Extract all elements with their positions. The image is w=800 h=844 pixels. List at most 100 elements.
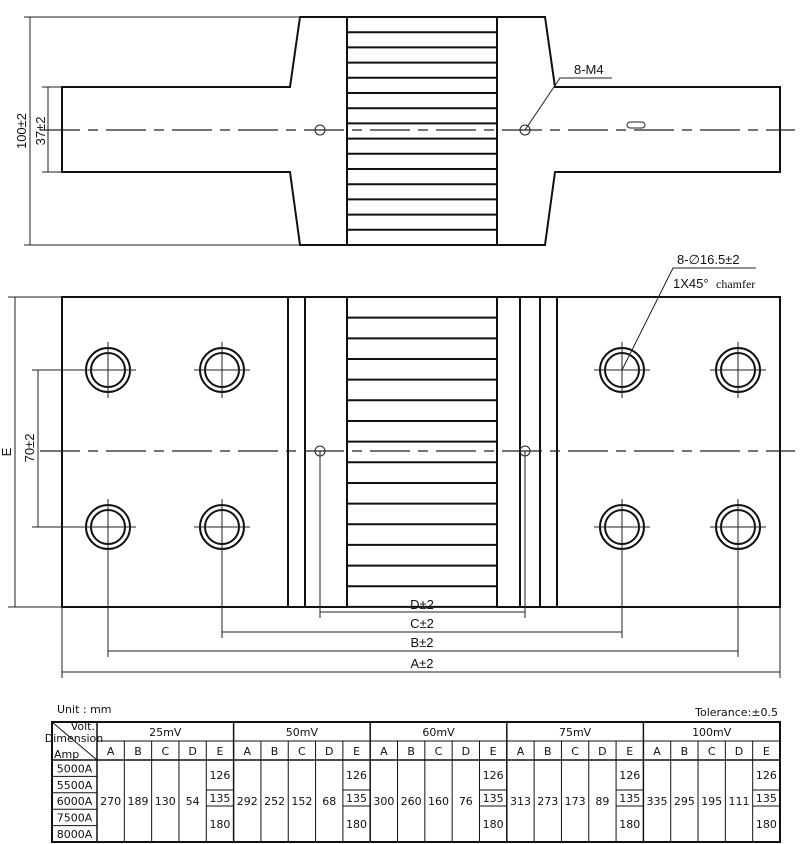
column-header: A bbox=[107, 745, 115, 758]
dimension-value: 260 bbox=[401, 795, 422, 808]
column-header: A bbox=[517, 745, 525, 758]
column-header: C bbox=[571, 745, 579, 758]
column-header: C bbox=[298, 745, 306, 758]
dim-100-label: 100±2 bbox=[14, 113, 29, 149]
e-value: 126 bbox=[483, 769, 504, 782]
column-header: B bbox=[271, 745, 279, 758]
e-value: 135 bbox=[483, 792, 504, 805]
corner-volt: Volt. bbox=[71, 720, 95, 733]
dim-37-label: 37±2 bbox=[33, 117, 48, 146]
marking-slot bbox=[626, 121, 646, 129]
dimension-value: 273 bbox=[537, 795, 558, 808]
e-value: 135 bbox=[619, 792, 640, 805]
dimension-value: 292 bbox=[237, 795, 258, 808]
chamfer-callout: 1X45° bbox=[673, 276, 709, 291]
chamfer-word: chamfer bbox=[716, 277, 755, 291]
column-header: E bbox=[763, 745, 770, 758]
e-value: 135 bbox=[756, 792, 777, 805]
e-value: 180 bbox=[209, 818, 230, 831]
column-header: A bbox=[380, 745, 388, 758]
column-header: D bbox=[188, 745, 196, 758]
table-border bbox=[51, 721, 781, 843]
e-value: 126 bbox=[209, 769, 230, 782]
column-header: D bbox=[325, 745, 333, 758]
voltage-header: 50mV bbox=[286, 726, 319, 739]
column-header: C bbox=[435, 745, 443, 758]
dimension-value: 295 bbox=[674, 795, 695, 808]
dimension-value: 76 bbox=[459, 795, 473, 808]
tolerance-label: Tolerance:±0.5 bbox=[694, 706, 778, 719]
amp-label: 7500A bbox=[57, 812, 93, 825]
amp-label: 6000A bbox=[57, 795, 93, 808]
e-value: 180 bbox=[756, 818, 777, 831]
voltage-header: 60mV bbox=[422, 726, 455, 739]
dimension-value: 160 bbox=[428, 795, 449, 808]
dimension-value: 152 bbox=[291, 795, 312, 808]
corner-amp: Amp bbox=[54, 748, 79, 761]
dimension-value: 89 bbox=[595, 795, 609, 808]
column-header: B bbox=[681, 745, 689, 758]
dim-e-label: E bbox=[0, 447, 14, 456]
column-header: E bbox=[353, 745, 360, 758]
amp-label: 5500A bbox=[57, 779, 93, 792]
right-terminal bbox=[496, 296, 781, 608]
voltage-header: 25mV bbox=[149, 726, 182, 739]
column-header: C bbox=[708, 745, 716, 758]
front-view: E 70±2 D±2 C±2 B±2 A±2 8-∅16.5±2 1X45° c… bbox=[0, 252, 795, 678]
dimension-value: 195 bbox=[701, 795, 722, 808]
screw-callout: 8-M4 bbox=[574, 62, 604, 77]
leader-hole bbox=[621, 267, 756, 371]
column-header: A bbox=[653, 745, 661, 758]
top-view: 100±2 37±2 8-M4 bbox=[14, 16, 795, 246]
dim-c-label: C±2 bbox=[410, 616, 434, 631]
dimension-value: 173 bbox=[565, 795, 586, 808]
screw-hole bbox=[314, 124, 326, 136]
dimension-value: 335 bbox=[647, 795, 668, 808]
e-value: 126 bbox=[619, 769, 640, 782]
column-header: D bbox=[735, 745, 743, 758]
voltage-header: 75mV bbox=[559, 726, 592, 739]
dimension-value: 189 bbox=[127, 795, 148, 808]
dimension-value: 130 bbox=[155, 795, 176, 808]
leader-m4 bbox=[524, 77, 612, 131]
top-outline bbox=[61, 16, 348, 246]
mounting-holes bbox=[80, 342, 766, 555]
column-header: E bbox=[216, 745, 223, 758]
e-value: 126 bbox=[346, 769, 367, 782]
column-header: E bbox=[626, 745, 633, 758]
corner-diagonal bbox=[51, 721, 98, 761]
dimension-value: 54 bbox=[186, 795, 200, 808]
screw-hole bbox=[519, 124, 531, 136]
top-lamellae bbox=[347, 16, 497, 246]
column-header: D bbox=[462, 745, 470, 758]
column-header: B bbox=[134, 745, 142, 758]
dim-a-label: A±2 bbox=[410, 656, 433, 671]
dim-70-label: 70±2 bbox=[22, 434, 37, 463]
dimension-value: 313 bbox=[510, 795, 531, 808]
column-header: A bbox=[243, 745, 251, 758]
voltage-header: 100mV bbox=[692, 726, 732, 739]
column-header: E bbox=[490, 745, 497, 758]
e-value: 180 bbox=[483, 818, 504, 831]
dim-b-label: B±2 bbox=[410, 635, 433, 650]
dimension-value: 270 bbox=[100, 795, 121, 808]
e-value: 180 bbox=[346, 818, 367, 831]
dimension-value: 252 bbox=[264, 795, 285, 808]
column-header: B bbox=[544, 745, 552, 758]
amp-label: 5000A bbox=[57, 762, 93, 775]
front-lamellae bbox=[347, 296, 497, 608]
dimension-value: 68 bbox=[322, 795, 336, 808]
dimension-table: Volt.DimensionAmp5000A5500A6000A7500A800… bbox=[45, 720, 781, 843]
column-header: D bbox=[598, 745, 606, 758]
e-value: 135 bbox=[346, 792, 367, 805]
column-header: C bbox=[161, 745, 169, 758]
top-outline-right bbox=[496, 16, 781, 246]
e-value: 126 bbox=[756, 769, 777, 782]
hole-callout: 8-∅16.5±2 bbox=[677, 252, 740, 267]
dim-d-label: D±2 bbox=[410, 597, 434, 612]
e-value: 135 bbox=[209, 792, 230, 805]
amp-label: 8000A bbox=[57, 828, 93, 841]
e-value: 180 bbox=[619, 818, 640, 831]
dimension-value: 300 bbox=[373, 795, 394, 808]
